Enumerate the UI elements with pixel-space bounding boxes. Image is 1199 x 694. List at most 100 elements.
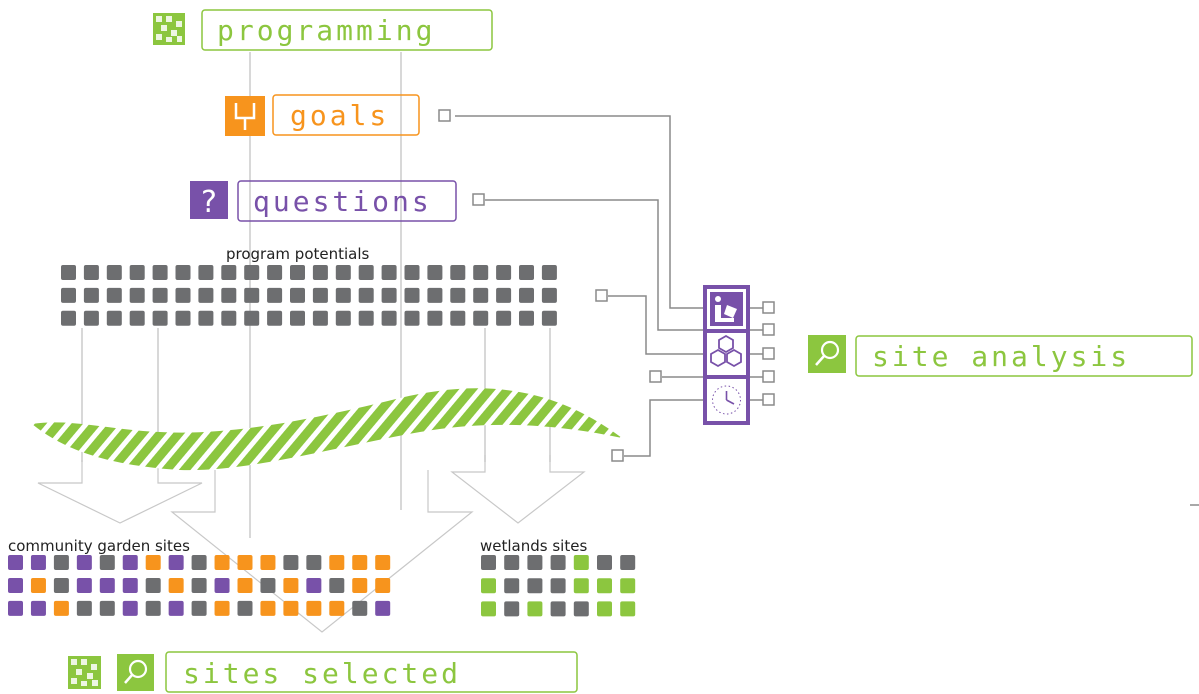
grid-cell [504, 578, 520, 594]
magnifier-icon [808, 335, 846, 373]
grid-cell [335, 265, 351, 280]
grid-cell [175, 310, 191, 326]
grid-cell [381, 310, 397, 326]
grid-cell [450, 310, 466, 326]
grid-cell [175, 265, 191, 280]
wetlands-label: wetlands sites [480, 537, 587, 555]
grid-cell [30, 600, 46, 616]
grid-cell [481, 555, 496, 570]
grid-cell [237, 577, 253, 593]
wetlands-grid [481, 555, 636, 617]
grid-cell [481, 578, 496, 594]
grid-cell [83, 287, 99, 303]
grid-cell [76, 577, 92, 593]
grid-cell [76, 600, 92, 616]
grid-cell [358, 310, 374, 326]
site-analysis-label: site analysis [872, 340, 1130, 373]
grid-cell [260, 600, 276, 616]
grid-cell [267, 287, 283, 303]
grid-cell [53, 577, 69, 593]
grid-cell [106, 287, 122, 303]
grid-cell [175, 287, 191, 303]
grid-cell [129, 310, 145, 326]
grid-cell [237, 555, 253, 570]
grid-cell [381, 287, 397, 303]
grid-cell [99, 600, 115, 616]
grid-cell [244, 265, 260, 280]
grid-cell [481, 601, 496, 617]
grid-cell [283, 577, 299, 593]
grid-cell [306, 577, 322, 593]
grid-cell [83, 310, 99, 326]
community-garden-grid [8, 555, 391, 616]
grid-cell [290, 287, 305, 303]
grid-cell [620, 555, 636, 570]
grid-cell [221, 265, 237, 280]
grid-cell [312, 287, 328, 303]
grid-cell [122, 600, 138, 616]
grid-cell [312, 310, 328, 326]
grid-cell [290, 265, 305, 280]
goals-header: goals [225, 94, 420, 136]
grid-cell [550, 578, 566, 594]
grid-cell [152, 310, 168, 326]
grid-cell [267, 310, 283, 326]
grid-cell [496, 265, 512, 280]
grid-cell [375, 600, 391, 616]
grid-cell [404, 310, 420, 326]
grid-cell [168, 577, 184, 593]
grid-cell [573, 578, 589, 594]
grid-cell [198, 310, 214, 326]
grid-cell [53, 555, 69, 570]
arrow-right [450, 455, 586, 524]
question-icon-glyph: ? [201, 185, 217, 220]
grid-cell [335, 310, 351, 326]
questions-label: questions [253, 185, 432, 218]
grid-cell [198, 287, 214, 303]
grid-cell [450, 287, 466, 303]
grid-cell [283, 555, 299, 570]
grid-cell [244, 287, 260, 303]
grid-cell [496, 287, 512, 303]
grid-cell [352, 600, 368, 616]
grid-cell [191, 555, 207, 570]
grid-cell [504, 555, 520, 570]
grid-cell [214, 555, 230, 570]
grid-cell [573, 555, 589, 570]
questions-box [237, 180, 457, 222]
community-garden-label: community garden sites [8, 537, 190, 555]
grid-cell [106, 265, 122, 280]
grid-cell [198, 265, 214, 280]
hexagons-icon [707, 333, 746, 375]
grid-cell [375, 555, 391, 570]
arrow-center [170, 470, 474, 633]
grid-cell [145, 600, 161, 616]
grid-cell [191, 577, 207, 593]
grid-cell [83, 265, 99, 280]
grid-cell [381, 265, 397, 280]
grid-cell [244, 310, 260, 326]
grid-cell [61, 287, 76, 303]
grid-cell [306, 555, 322, 570]
tool-panel [703, 285, 750, 425]
arrow-left [37, 460, 203, 524]
grid-cell [329, 600, 345, 616]
grid-cell [404, 287, 420, 303]
grid-cell [129, 287, 145, 303]
grid-cell [106, 310, 122, 326]
grid-cell [541, 310, 557, 326]
grid-cell [283, 600, 299, 616]
grid-cell [427, 310, 443, 326]
grid-cell [191, 600, 207, 616]
connectors [455, 115, 763, 457]
grid-cell [473, 265, 489, 280]
site-analysis-header: site analysis [808, 335, 1193, 377]
grid-cell [473, 310, 489, 326]
grid-cell [237, 600, 253, 616]
grid-cell [329, 577, 345, 593]
programming-header: programming [153, 9, 493, 51]
grid-cell [352, 577, 368, 593]
grid-cell [214, 577, 230, 593]
